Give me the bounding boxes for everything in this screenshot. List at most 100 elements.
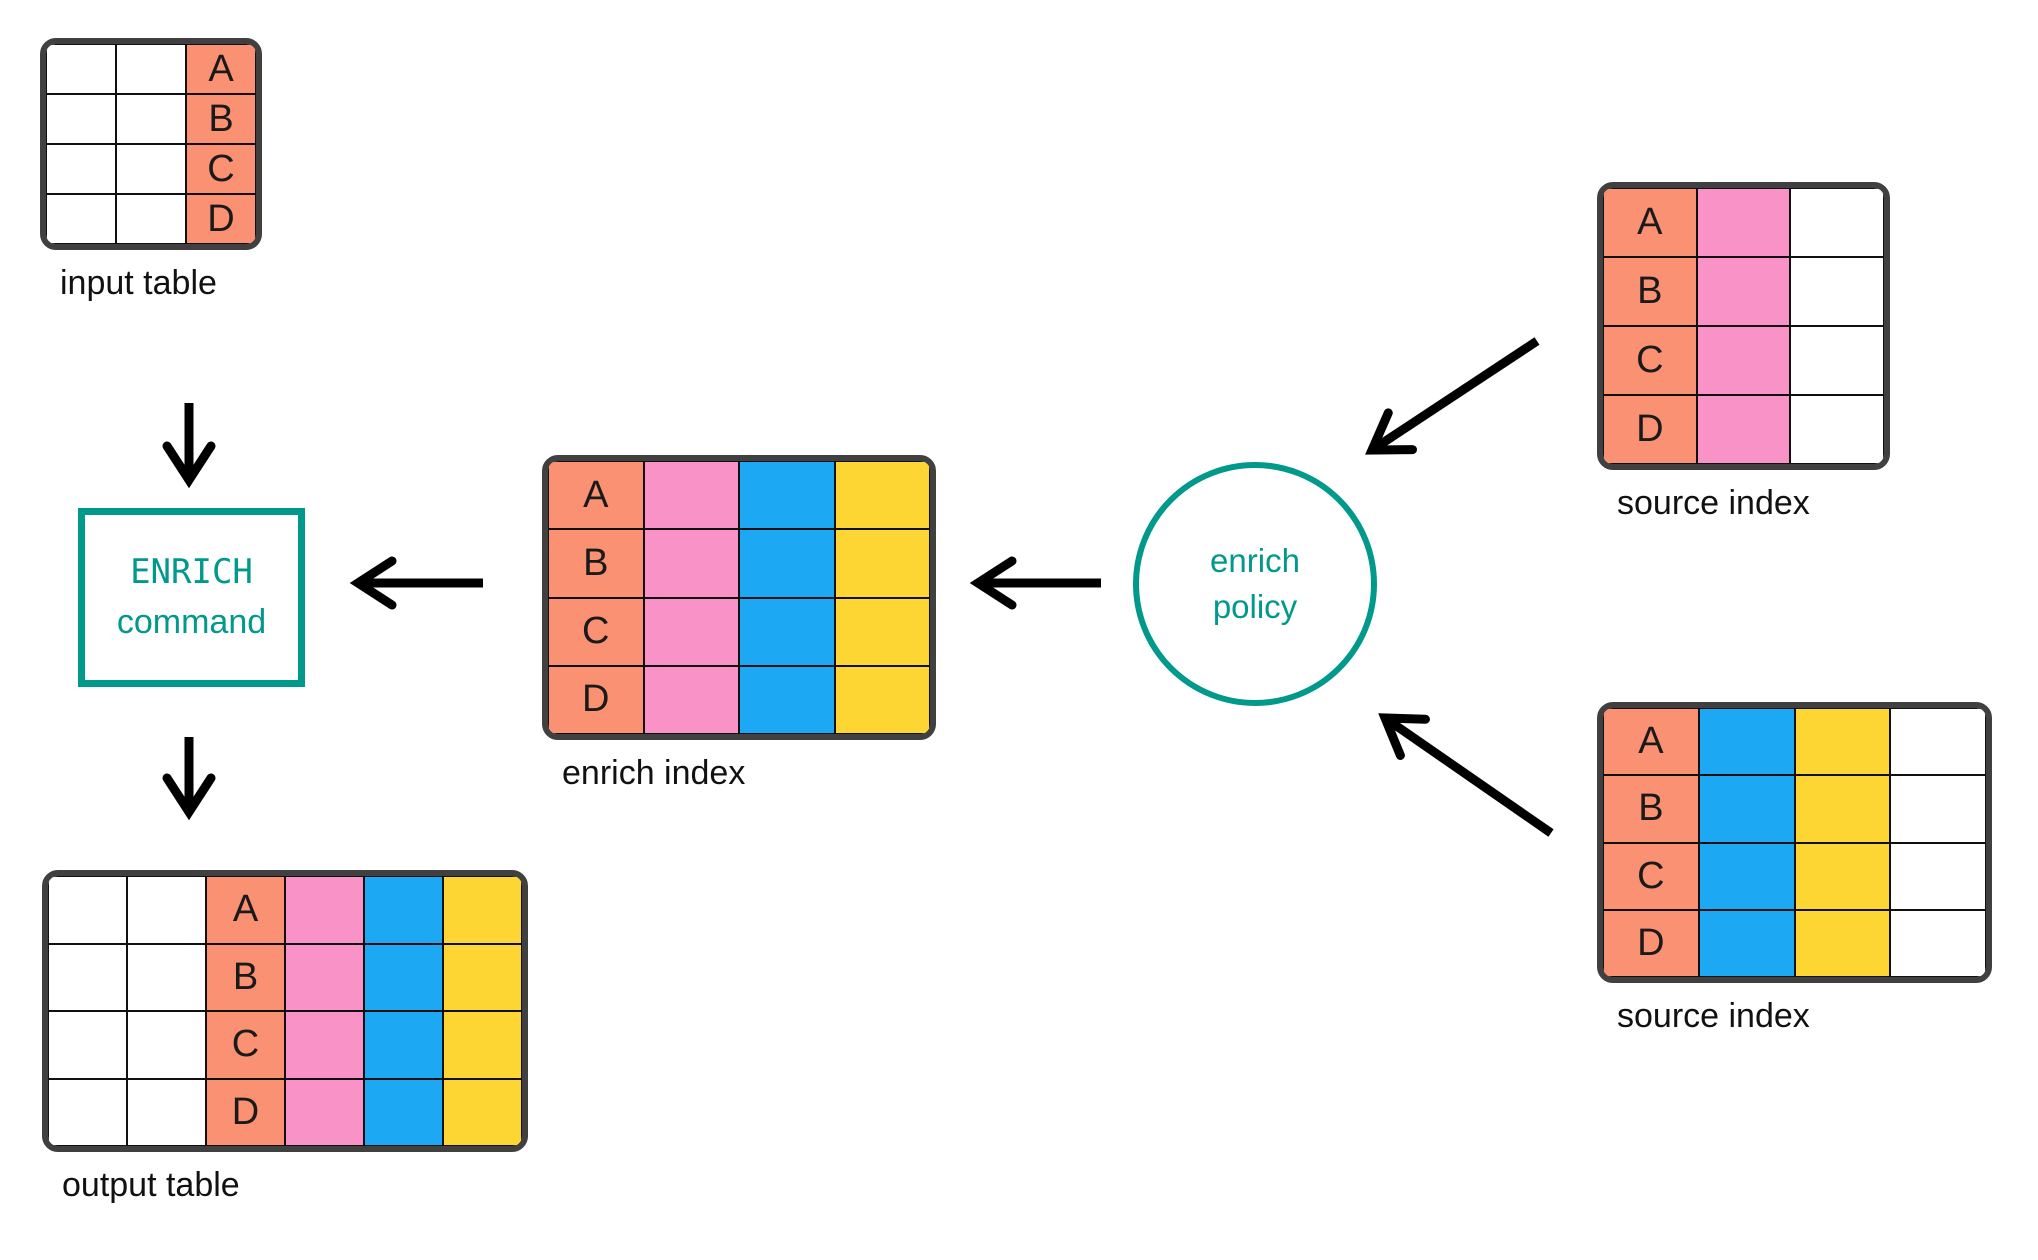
table-cell-yellow-field-col bbox=[1794, 842, 1891, 910]
table-cell-blank-col bbox=[1790, 188, 1884, 257]
table-cell-yellow-field-col bbox=[443, 1078, 522, 1146]
table-cell-match-key-col: A bbox=[206, 876, 285, 944]
table-cell-blank-col bbox=[1890, 842, 1986, 910]
table-cell-blue-field-col bbox=[739, 665, 835, 734]
enrich-policy-circle: enrich policy bbox=[1133, 462, 1377, 706]
table-cell-pink-field-col bbox=[1696, 395, 1791, 464]
enrich-policy-word-1: enrich bbox=[1210, 541, 1300, 579]
source-index-bottom-label: source index bbox=[1617, 997, 1810, 1035]
table-cell-match-key-col: D bbox=[186, 194, 256, 244]
table-cell-blank-col-2 bbox=[116, 144, 186, 194]
table-cell-blank-col-1 bbox=[46, 94, 116, 144]
output-table-label: output table bbox=[62, 1166, 240, 1204]
table-cell-match-key-col: D bbox=[1603, 909, 1699, 977]
table-cell-blue-field-col bbox=[1698, 909, 1795, 977]
enrich-command-box: ENRICH command bbox=[78, 508, 305, 687]
table-cell-pink-field-col bbox=[643, 665, 739, 734]
table-cell-blank-col-1 bbox=[48, 1078, 127, 1146]
table-cell-match-key-col: D bbox=[206, 1078, 285, 1146]
table-cell-match-key-col: B bbox=[186, 94, 256, 144]
table-cell-match-key-col: C bbox=[548, 597, 644, 666]
table-cell-blank-col bbox=[1790, 257, 1884, 326]
enrich-command-keyword: ENRICH bbox=[130, 552, 253, 593]
table-cell-blue-field-col bbox=[739, 461, 835, 530]
enrich-index-label: enrich index bbox=[562, 754, 746, 792]
table-cell-blue-field-col bbox=[364, 876, 443, 944]
table-cell-pink-field-col bbox=[643, 529, 739, 598]
table-cell-blank-col-1 bbox=[46, 144, 116, 194]
table-cell-blank-col-1 bbox=[48, 1011, 127, 1079]
table-cell-yellow-field-col bbox=[443, 943, 522, 1011]
table-cell-blue-field-col bbox=[739, 597, 835, 666]
table-cell-blank-col bbox=[1790, 326, 1884, 395]
table-cell-blank-col-2 bbox=[127, 1078, 206, 1146]
table-cell-blue-field-col bbox=[364, 1011, 443, 1079]
table-cell-blank-col bbox=[1890, 909, 1986, 977]
table-cell-blue-field-col bbox=[1698, 842, 1795, 910]
table-cell-blue-field-col bbox=[739, 529, 835, 598]
table-cell-blue-field-col bbox=[364, 943, 443, 1011]
table-cell-blank-col-1 bbox=[46, 44, 116, 94]
table-cell-blank-col bbox=[1890, 775, 1986, 843]
table-cell-blank-col-2 bbox=[127, 876, 206, 944]
table-cell-pink-field-col bbox=[285, 1011, 364, 1079]
table-cell-yellow-field-col bbox=[1794, 708, 1891, 776]
table-cell-yellow-field-col bbox=[834, 461, 930, 530]
table-cell-blue-field-col bbox=[1698, 775, 1795, 843]
table-cell-yellow-field-col bbox=[1794, 909, 1891, 977]
table-cell-match-key-col: C bbox=[1603, 326, 1697, 395]
enrich-command-word: command bbox=[116, 602, 267, 641]
table-cell-pink-field-col bbox=[1696, 257, 1791, 326]
table-cell-pink-field-col bbox=[643, 461, 739, 530]
table-cell-pink-field-col bbox=[643, 597, 739, 666]
table-cell-match-key-col: B bbox=[548, 529, 644, 598]
table-cell-yellow-field-col bbox=[443, 876, 522, 944]
arrow-source-index-bottom-to-enrich-policy bbox=[1378, 713, 1554, 837]
table-cell-match-key-col: A bbox=[1603, 188, 1697, 257]
table-cell-blue-field-col bbox=[1698, 708, 1795, 776]
table-cell-match-key-col: A bbox=[548, 461, 644, 530]
table-cell-blank-col-1 bbox=[46, 194, 116, 244]
table-cell-blank-col-1 bbox=[48, 876, 127, 944]
table-cell-blank-col-2 bbox=[127, 943, 206, 1011]
table-cell-blank-col-1 bbox=[48, 943, 127, 1011]
table-cell-yellow-field-col bbox=[1794, 775, 1891, 843]
table-cell-yellow-field-col bbox=[834, 529, 930, 598]
table-cell-blue-field-col bbox=[364, 1078, 443, 1146]
table-cell-pink-field-col bbox=[1696, 326, 1791, 395]
table-cell-match-key-col: D bbox=[548, 665, 644, 734]
table-cell-match-key-col: D bbox=[1603, 395, 1697, 464]
table-cell-match-key-col: C bbox=[1603, 842, 1699, 910]
table-cell-match-key-col: A bbox=[1603, 708, 1699, 776]
input-table-label: input table bbox=[60, 264, 217, 302]
table-cell-pink-field-col bbox=[285, 1078, 364, 1146]
table-cell-pink-field-col bbox=[1696, 188, 1791, 257]
enrich-policy-word-2: policy bbox=[1212, 588, 1298, 625]
table-cell-blank-col-2 bbox=[116, 194, 186, 244]
table-cell-match-key-col: C bbox=[206, 1011, 285, 1079]
table-cell-match-key-col: A bbox=[186, 44, 256, 94]
table-cell-blank-col-2 bbox=[116, 94, 186, 144]
table-cell-match-key-col: C bbox=[186, 144, 256, 194]
table-cell-yellow-field-col bbox=[834, 597, 930, 666]
table-cell-blank-col bbox=[1790, 395, 1884, 464]
table-cell-blank-col-2 bbox=[127, 1011, 206, 1079]
table-cell-match-key-col: B bbox=[206, 943, 285, 1011]
table-cell-pink-field-col bbox=[285, 876, 364, 944]
arrow-source-index-top-to-enrich-policy bbox=[1365, 337, 1540, 455]
table-cell-yellow-field-col bbox=[834, 665, 930, 734]
table-cell-match-key-col: B bbox=[1603, 775, 1699, 843]
source-index-top-label: source index bbox=[1617, 484, 1810, 522]
table-cell-pink-field-col bbox=[285, 943, 364, 1011]
table-cell-match-key-col: B bbox=[1603, 257, 1697, 326]
